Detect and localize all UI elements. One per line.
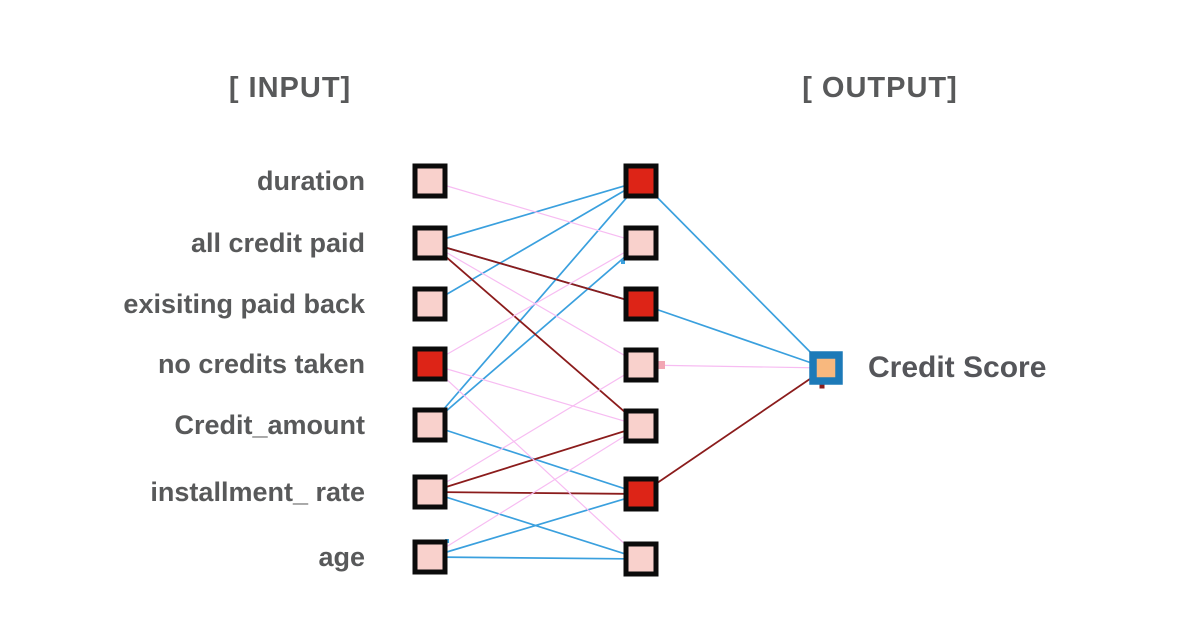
edge-i4-h7 <box>429 363 642 560</box>
endpoint-marker <box>819 383 825 389</box>
edge-i6-h6 <box>429 491 642 495</box>
output-node <box>809 351 843 385</box>
edge-i2-h3 <box>429 242 642 305</box>
edge-h6-out <box>640 367 827 495</box>
input-label-credit-amount: Credit_amount <box>174 410 365 440</box>
edge-i7-h7 <box>429 556 642 560</box>
input-node-3 <box>412 286 448 322</box>
hidden-node-5 <box>623 408 659 444</box>
hidden-node-4 <box>623 347 659 383</box>
hidden-node-1 <box>623 163 659 199</box>
endpoint-marker <box>657 361 665 369</box>
edge-i6-h7 <box>429 491 642 560</box>
input-node-4 <box>412 346 448 382</box>
edge-h1-out <box>640 180 827 369</box>
edge-h3-out <box>640 303 827 369</box>
edge-i6-h4 <box>429 364 642 493</box>
output-header: [ OUTPUT] <box>802 72 958 104</box>
input-label-age: age <box>318 542 365 572</box>
input-node-6 <box>412 474 448 510</box>
input-node-5 <box>412 407 448 443</box>
edge-i2-h5 <box>429 242 642 427</box>
input-label-exisiting-paid-back: exisiting paid back <box>123 289 365 319</box>
input-header: [ INPUT] <box>228 72 352 104</box>
edge-i4-h5 <box>429 363 642 427</box>
hidden-node-2 <box>623 225 659 261</box>
hidden-node-6 <box>623 476 659 512</box>
hidden-node-3 <box>623 286 659 322</box>
input-label-no-credits-taken: no credits taken <box>157 349 365 379</box>
endpoint-marker <box>621 260 625 264</box>
hidden-node-7 <box>623 541 659 577</box>
input-node-7 <box>412 539 448 575</box>
edge-h4-out <box>640 364 827 369</box>
edge-i6-h5 <box>429 425 642 493</box>
output-node-label: Credit Score <box>868 351 1047 384</box>
input-label-all-credit-paid: all credit paid <box>190 228 365 258</box>
edge-i7-h5 <box>429 425 642 558</box>
input-node-1 <box>412 163 448 199</box>
edge-i1-h2 <box>429 180 642 244</box>
input-node-2 <box>412 225 448 261</box>
input-label-installment-rate: installment_ rate <box>150 477 365 507</box>
edge-i3-h1 <box>429 180 642 305</box>
edge-i2-h4 <box>429 242 642 366</box>
input-label-duration: duration <box>257 166 365 196</box>
